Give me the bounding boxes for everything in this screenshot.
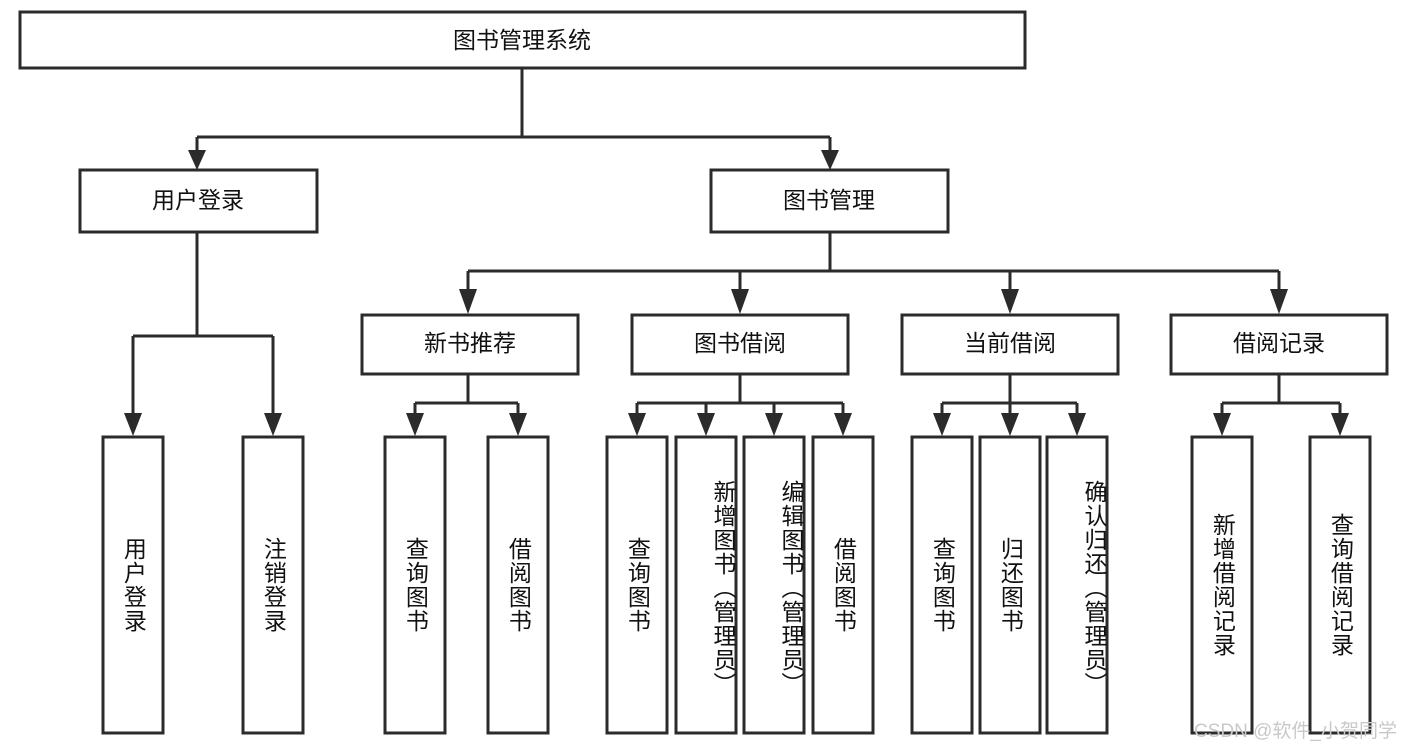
node-borrow-record-label: 借阅记录 [1233, 330, 1325, 356]
node-user-login-box[interactable] [78, 168, 319, 234]
leaf-user-login-box[interactable] [101, 435, 165, 735]
arrow-to-leaf-edit-book [765, 413, 783, 436]
node-new-book-rec-box[interactable] [360, 313, 580, 376]
csdn-watermark: CSDN @软件_小贺同学 [1194, 721, 1397, 742]
node-book-borrow-box[interactable] [630, 313, 850, 376]
node-new-book-rec-label: 新书推荐 [424, 330, 516, 356]
node-box-group [18, 10, 1389, 735]
node-root-box[interactable] [18, 10, 1027, 70]
node-user-login-label: 用户登录 [152, 187, 244, 213]
leaf-borrow-book-1-box[interactable] [486, 435, 550, 735]
arrow-to-leaf-return-book [1001, 413, 1019, 436]
node-current-borrow-box[interactable] [900, 313, 1120, 376]
arrow-to-leaf-confirm-return [1068, 413, 1086, 436]
arrow-to-leaf-borrow-book-1 [509, 413, 527, 436]
arrow-to-leaf-add-record [1213, 413, 1231, 436]
arrow-to-book-manage [821, 150, 839, 170]
leaf-add-record-box[interactable] [1190, 435, 1254, 735]
leaf-query-book-1-box[interactable] [383, 435, 447, 735]
leaf-add-book-box[interactable] [674, 435, 738, 735]
arrow-to-leaf-query-book-3 [933, 413, 951, 436]
node-book-manage-box[interactable] [709, 168, 950, 234]
leaf-query-book-2-box[interactable] [605, 435, 669, 735]
arrow-to-leaf-logout [264, 413, 282, 436]
leaf-confirm-return-box[interactable] [1045, 435, 1109, 735]
arrow-to-book-borrow [731, 289, 749, 314]
node-root-label: 图书管理系统 [453, 27, 591, 53]
node-current-borrow-label: 当前借阅 [964, 330, 1056, 356]
arrow-to-leaf-borrow-book-2 [834, 413, 852, 436]
arrow-to-new-book-rec [459, 289, 477, 314]
arrow-to-leaf-query-book-1 [406, 413, 424, 436]
arrow-to-leaf-user-login [124, 413, 142, 436]
arrow-to-leaf-query-record [1331, 413, 1349, 436]
node-book-borrow-label: 图书借阅 [694, 330, 786, 356]
horizontal-label-group: 图书管理系统 用户登录 图书管理 新书推荐 图书借阅 当前借阅 借阅记录 [152, 27, 1325, 356]
arrow-to-current-borrow [1001, 289, 1019, 314]
leaf-query-record-box[interactable] [1308, 435, 1372, 735]
connector-group [124, 68, 1349, 436]
node-book-manage-label: 图书管理 [783, 187, 875, 213]
leaf-borrow-book-2-box[interactable] [811, 435, 875, 735]
node-borrow-record-box[interactable] [1169, 313, 1389, 376]
arrow-to-leaf-add-book [697, 413, 715, 436]
leaf-logout-box[interactable] [241, 435, 305, 735]
arrow-to-borrow-record [1270, 289, 1288, 314]
arrow-to-leaf-query-book-2 [628, 413, 646, 436]
leaf-query-book-3-box[interactable] [910, 435, 974, 735]
leaf-edit-book-box[interactable] [742, 435, 806, 735]
arrow-to-user-login [188, 150, 206, 170]
leaf-return-book-box[interactable] [978, 435, 1042, 735]
